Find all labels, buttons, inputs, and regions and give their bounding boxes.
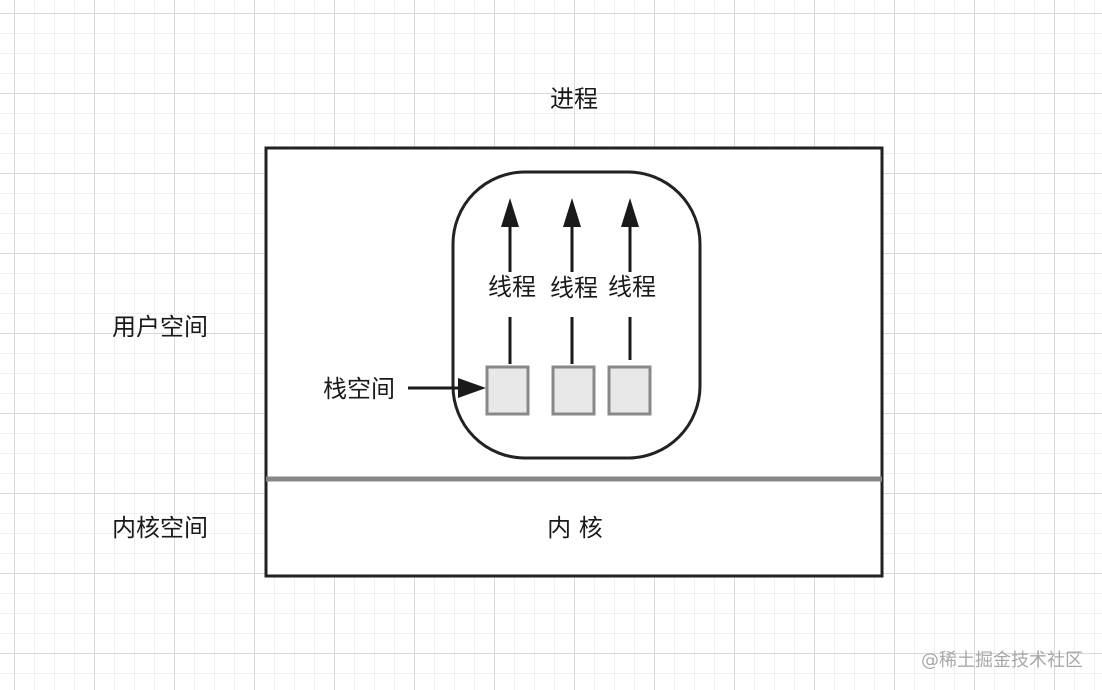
thread-label-1: 线程	[486, 272, 538, 302]
watermark: @稀土掘金技术社区	[921, 650, 1083, 671]
stack-block-3	[607, 365, 652, 416]
kernel-space-label: 内核空间	[112, 514, 208, 542]
stack-space-arrowhead	[458, 378, 486, 398]
thread-label-3: 线程	[606, 272, 658, 302]
kernel-label: 内 核	[547, 514, 603, 542]
stack-block-2	[551, 365, 596, 416]
thread-label-2: 线程	[548, 273, 600, 303]
thread-arrowhead-1	[501, 198, 519, 227]
stack-space-label: 栈空间	[323, 375, 395, 403]
thread-arrowhead-2	[563, 198, 581, 227]
stack-block-1	[485, 365, 530, 416]
thread-arrowhead-3	[621, 198, 639, 227]
process-title: 进程	[550, 85, 598, 113]
user-space-label: 用户空间	[112, 313, 208, 341]
